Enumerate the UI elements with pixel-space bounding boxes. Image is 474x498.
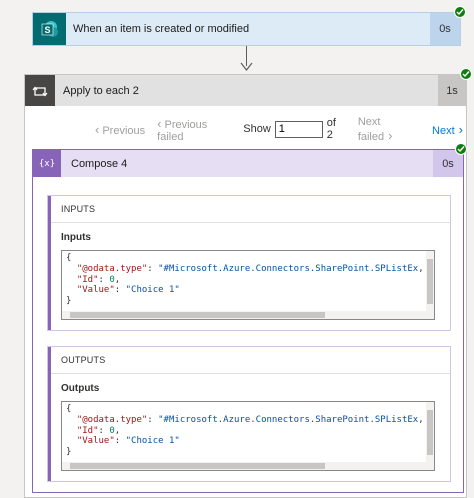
- outputs-code-box[interactable]: { "@odata.type": "#Microsoft.Azure.Conne…: [61, 401, 435, 471]
- trigger-title: When an item is created or modified: [73, 23, 250, 35]
- outputs-label: Outputs: [61, 383, 100, 394]
- horizontal-scrollbar[interactable]: [62, 462, 428, 470]
- previous-button[interactable]: ‹Previous: [95, 121, 146, 137]
- outputs-header: OUTPUTS: [51, 347, 450, 374]
- pager: ‹Previous ‹Previous failed Show of 2 Nex…: [95, 116, 466, 143]
- success-check-icon: [454, 6, 466, 18]
- show-label: Show: [243, 123, 271, 135]
- code-line: "Value": "Choice 1": [76, 436, 180, 447]
- code-line: "@odata.type": "#Microsoft.Azure.Connect…: [76, 263, 424, 274]
- chevron-left-icon: ‹: [157, 115, 162, 131]
- code-line: "Id": 0,: [76, 425, 121, 436]
- code-line: {: [66, 253, 72, 263]
- code-line: "@odata.type": "#Microsoft.Azure.Connect…: [76, 414, 424, 425]
- next-button[interactable]: Next›: [432, 121, 463, 137]
- success-check-icon: [455, 143, 467, 155]
- down-arrow-icon: [240, 62, 253, 71]
- page-count-label: of 2: [326, 117, 336, 141]
- apply-to-each-header[interactable]: Apply to each 2 1s: [25, 75, 466, 106]
- code-line: "Id": 0,: [76, 274, 121, 285]
- chevron-left-icon: ‹: [95, 121, 100, 137]
- page-number-input[interactable]: [274, 120, 323, 138]
- inputs-section: INPUTS Inputs { "@odata.type": "#Microso…: [47, 195, 451, 331]
- loop-icon: [25, 75, 55, 106]
- inputs-code: { "@odata.type": "#Microsoft.Azure.Conne…: [66, 253, 424, 307]
- vertical-scrollbar[interactable]: [426, 251, 434, 319]
- svg-text:S: S: [44, 25, 50, 35]
- code-line: }: [66, 447, 72, 458]
- inputs-header: INPUTS: [51, 196, 450, 223]
- chevron-right-icon: ›: [458, 121, 463, 137]
- trigger-duration: 0s: [430, 13, 460, 45]
- inputs-label: Inputs: [61, 232, 91, 243]
- compose-icon: {x}: [33, 150, 61, 177]
- next-failed-button[interactable]: Next failed›: [357, 115, 393, 143]
- outputs-code: { "@odata.type": "#Microsoft.Azure.Conne…: [66, 404, 424, 458]
- inputs-code-box[interactable]: { "@odata.type": "#Microsoft.Azure.Conne…: [61, 250, 435, 320]
- code-line: }: [66, 296, 72, 307]
- success-check-icon: [460, 68, 472, 80]
- vertical-scrollbar[interactable]: [426, 402, 434, 470]
- connector-line: [246, 46, 247, 66]
- outputs-section: OUTPUTS Outputs { "@odata.type": "#Micro…: [47, 346, 451, 482]
- compose-header[interactable]: {x} Compose 4 0s: [33, 150, 463, 177]
- previous-failed-button[interactable]: ‹Previous failed: [157, 115, 208, 143]
- code-line: {: [66, 404, 72, 414]
- horizontal-scrollbar[interactable]: [62, 311, 428, 319]
- compose-card: {x} Compose 4 0s INPUTS Inputs { "@odata…: [32, 149, 464, 493]
- code-line: "Value": "Choice 1": [76, 285, 180, 296]
- chevron-right-icon: ›: [388, 127, 393, 143]
- apply-to-each-duration: 1s: [438, 75, 466, 106]
- compose-title: Compose 4: [71, 158, 128, 170]
- sharepoint-icon: S: [33, 13, 66, 45]
- apply-to-each-title: Apply to each 2: [63, 85, 139, 97]
- trigger-card[interactable]: S When an item is created or modified 0s: [32, 12, 461, 46]
